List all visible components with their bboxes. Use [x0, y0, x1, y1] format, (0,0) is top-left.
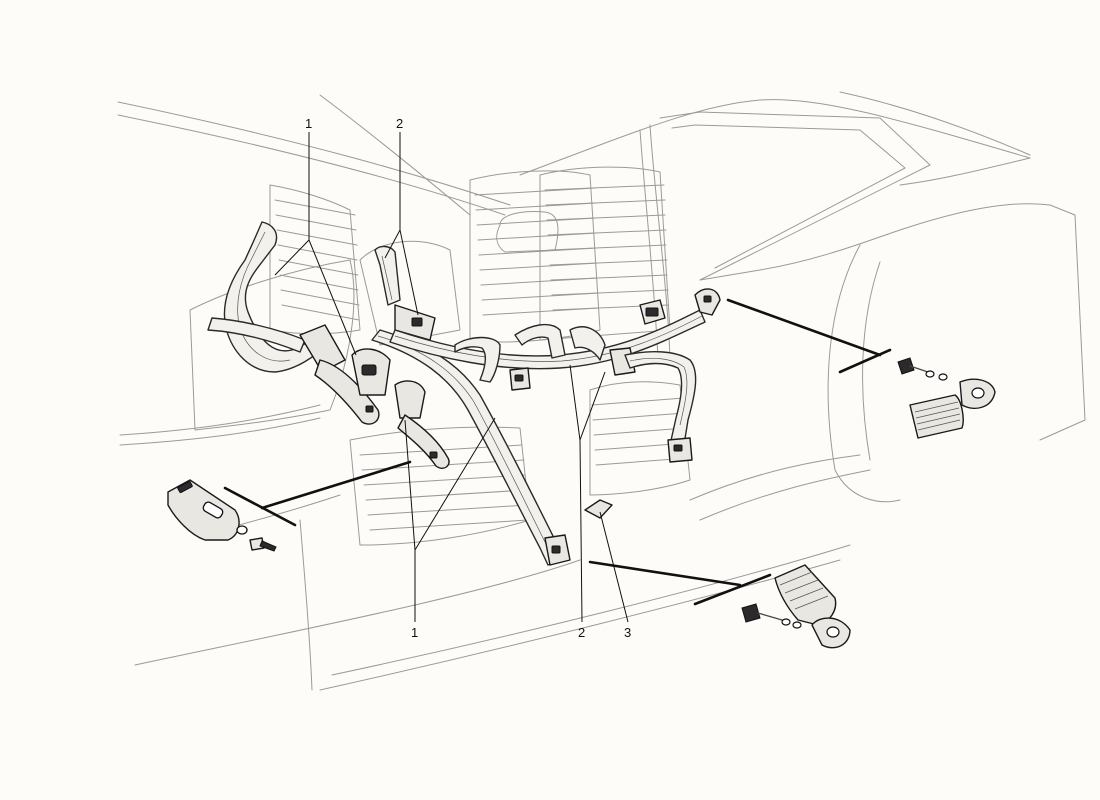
label-1-bottom: 1 [411, 625, 418, 640]
exploded-view-lines [223, 298, 892, 606]
part-number-labels: 1 2 1 2 3 [305, 116, 631, 640]
label-1-top: 1 [305, 116, 312, 131]
label-2-bottom: 2 [578, 625, 585, 640]
car-body-outline [117, 91, 1086, 691]
front-seat-belt-center-buckle [351, 245, 450, 469]
left-anchor-detail [167, 479, 277, 552]
front-seat-belt-diagonal [371, 329, 571, 566]
front-seat-right [539, 166, 691, 496]
right-lower-anchor-detail [741, 564, 851, 649]
rear-seat [189, 184, 361, 431]
front-seat-belt-right [569, 326, 697, 519]
label-2-top: 2 [396, 116, 403, 131]
label-3-bottom: 3 [624, 625, 631, 640]
leader-lines [274, 132, 629, 623]
right-upper-anchor-detail [897, 357, 996, 439]
rear-seat-belt-left [207, 221, 380, 425]
